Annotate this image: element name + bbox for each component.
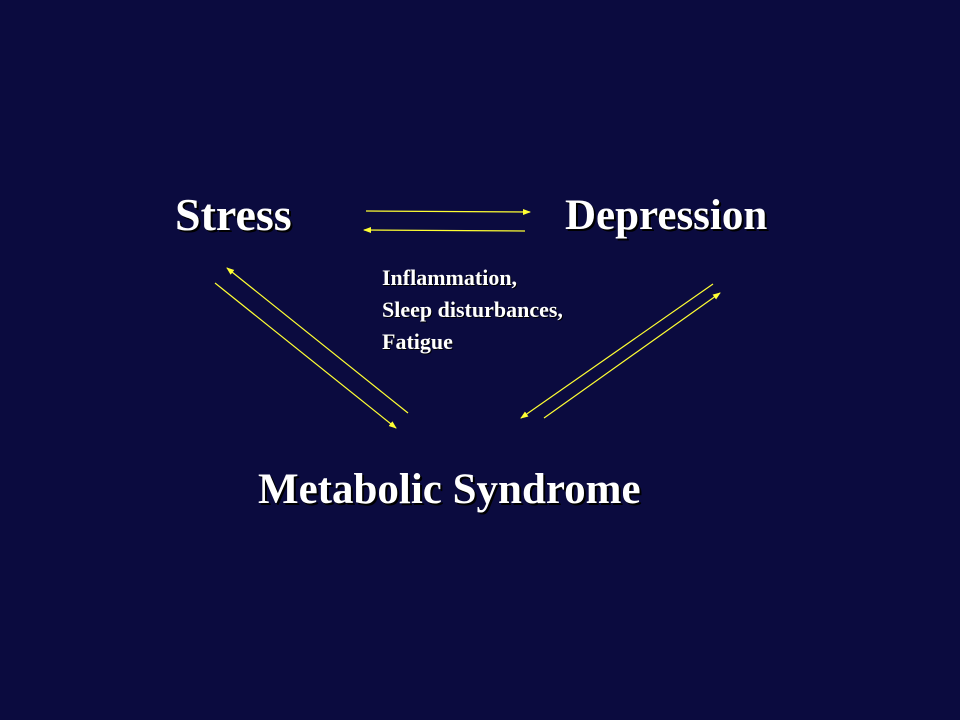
mediator-fatigue: Fatigue — [382, 329, 453, 354]
arrow-stress-to-metabolic — [214, 282, 397, 429]
node-stress: Stress — [175, 189, 292, 240]
arrow-depression-to-metabolic — [520, 283, 714, 419]
arrow-metabolic-to-depression — [543, 292, 721, 419]
node-metabolic-syndrome: Metabolic Syndrome — [258, 466, 641, 513]
node-depression: Depression — [565, 192, 768, 239]
mediator-sleep-disturbances: Sleep disturbances, — [382, 297, 563, 322]
arrow-metabolic-to-stress — [226, 267, 409, 414]
mediators-list: Inflammation, Sleep disturbances, Fatigu… — [382, 262, 563, 358]
mediator-inflammation: Inflammation, — [382, 265, 518, 290]
arrow-depression-to-stress — [363, 227, 526, 234]
arrow-stress-to-depression — [365, 208, 531, 215]
